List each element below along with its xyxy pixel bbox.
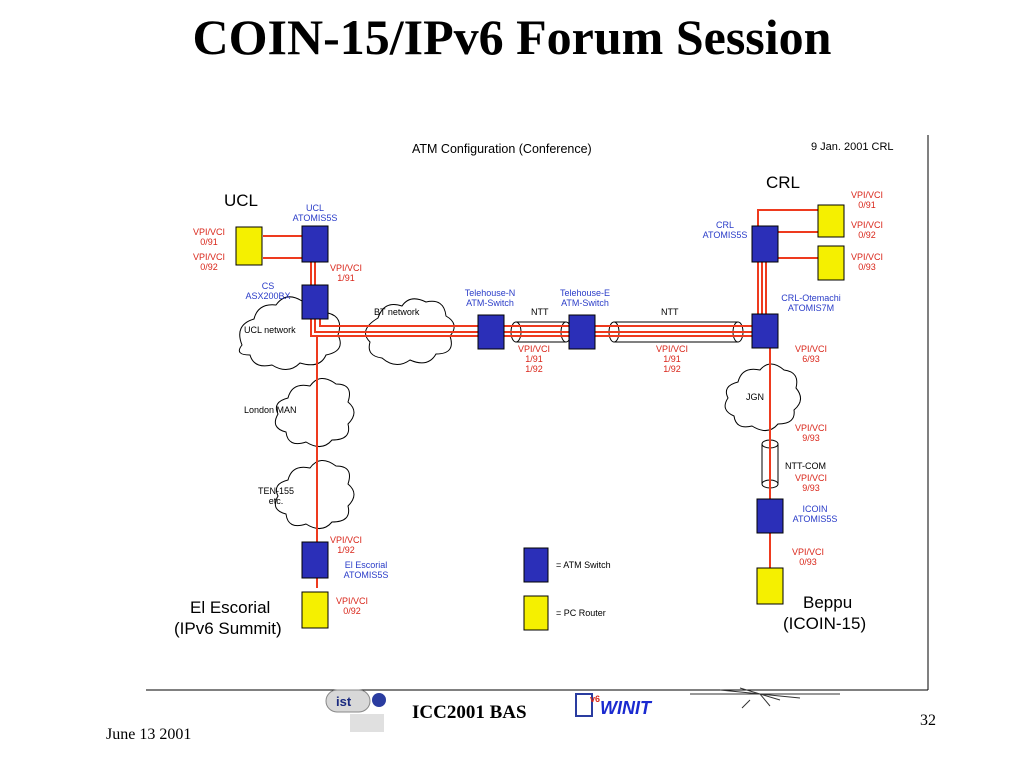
network-label-london-man: London MAN	[244, 405, 297, 415]
beppu-pc-router	[756, 567, 784, 605]
el-escorial-atm-switch	[301, 541, 329, 579]
ucl-atm-switch	[301, 225, 329, 263]
svg-text:v6: v6	[590, 694, 600, 704]
cloud-ten155	[274, 460, 355, 529]
footer-center-text: ICC2001 BAS	[412, 702, 527, 723]
network-label-ucl: UCL network	[244, 325, 296, 335]
network-label-ntt-b: NTT	[661, 307, 679, 317]
crl-pc-router-2	[817, 245, 845, 281]
icoin-atm-switch	[756, 498, 784, 534]
ucl-pc-router	[235, 226, 263, 266]
page-number: 32	[920, 712, 936, 729]
ist-logo: ist	[325, 689, 386, 732]
tree-logo	[690, 687, 840, 709]
network-label-ntt-com: NTT-COM	[785, 461, 826, 471]
telehouse-e-atm-switch	[568, 314, 596, 350]
svg-text:WINIT: WINIT	[600, 698, 653, 718]
network-label-jgn: JGN	[746, 392, 764, 402]
network-label-bt: BT network	[374, 307, 420, 317]
crl-atm-switch	[751, 225, 779, 263]
cs-atm-switch	[301, 284, 329, 320]
site-label-beppu: Beppu(ICOIN-15)	[783, 593, 866, 633]
winit-logo: v6 WINIT	[575, 693, 653, 718]
telehouse-n-atm-switch	[477, 314, 505, 350]
legend-pc-router-swatch	[523, 595, 549, 631]
site-label-el-escorial: El Escorial(IPv6 Summit)	[174, 598, 282, 638]
network-label-ntt-a: NTT	[531, 307, 549, 317]
el-escorial-pc-router	[301, 591, 329, 629]
legend-pc-router-label: = PC Router	[556, 608, 606, 618]
site-label-ucl: UCL	[224, 191, 258, 210]
site-label-crl: CRL	[766, 173, 800, 192]
legend-atm-switch-swatch	[523, 547, 549, 583]
footer-date: June 13 2001	[106, 726, 192, 743]
svg-text:ist: ist	[336, 694, 352, 709]
legend-atm-switch-label: = ATM Switch	[556, 560, 611, 570]
crl-otemachi-atm-switch	[751, 313, 779, 349]
cloud-london-man	[274, 378, 355, 447]
diagram-date-note: 9 Jan. 2001 CRL	[811, 141, 894, 153]
crl-pc-router-1	[817, 204, 845, 238]
slide-title: COIN-15/IPv6 Forum Session	[192, 9, 832, 65]
diagram-title: ATM Configuration (Conference)	[412, 142, 592, 156]
